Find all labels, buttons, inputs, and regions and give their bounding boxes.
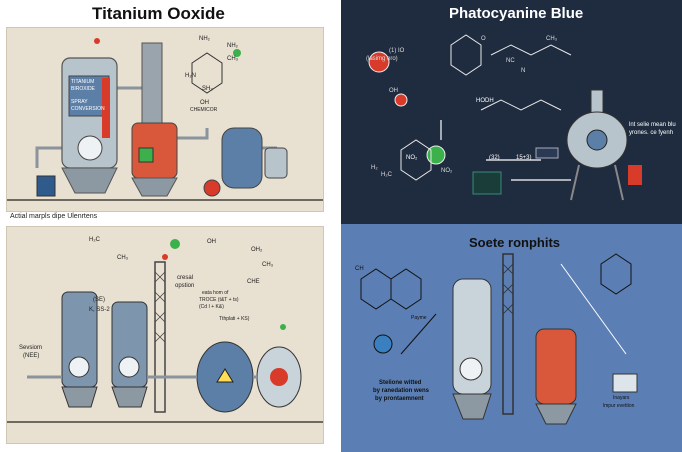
caption-line: lnt selie mean blu: [629, 122, 676, 128]
caption-line: by ranedation wens: [373, 388, 430, 394]
chem-label: H₂N: [185, 73, 196, 79]
caption-line: yrones. ce fyenh: [629, 130, 674, 136]
panel-phatocyanine-blue: Phatocyanine Blue (1) IO (lasimg oro) O …: [341, 0, 682, 224]
right-label: Tthplati + KS): [219, 316, 250, 322]
small-label: NO₂: [441, 168, 453, 174]
formula-label: CH₃: [546, 36, 558, 42]
plant-illustration: [7, 38, 323, 201]
formula-label: N: [521, 68, 526, 74]
reaction-illustration: [368, 34, 642, 201]
chem-label: SH₂: [202, 86, 213, 92]
chem-label: CH₃: [117, 255, 129, 261]
mid-label: NO₂: [406, 155, 418, 161]
formula-label: (1) IO: [389, 48, 405, 54]
plant-illustration: [7, 239, 323, 423]
caption-label: OH: [200, 100, 209, 106]
side-label: CH: [355, 266, 364, 272]
formula-label: O: [481, 36, 486, 42]
formula-label: (lasimg oro): [366, 56, 398, 62]
panel-footer: Actial marpls dipe Ulenrtens: [10, 213, 98, 220]
chem-label: CH₃: [262, 262, 274, 268]
formula-label: OH: [389, 88, 398, 94]
chem-label: NH₂: [199, 36, 210, 42]
illustration-frame: NH₂ NH₂ CH₃ H₂N SH₂ OH CHEMICOR TITANIUM…: [6, 27, 324, 212]
side-label: Sevsiom: [19, 345, 43, 351]
caption-line: Stelione witted: [379, 380, 422, 386]
process-illustration: [360, 253, 638, 425]
small-label: H₂C: [381, 172, 392, 178]
chem-label: CH₃: [227, 56, 239, 62]
right-label: cresal: [177, 275, 194, 281]
tank-label: TITANIUM: [71, 79, 95, 85]
panel-titanium-oxide: Titanium Ooxide: [0, 0, 341, 224]
middle-label: K, SS-2: [89, 307, 110, 313]
chem-label: NH₂: [227, 43, 238, 49]
panel-bottom-left-plant: H₂C CH₃ OH OH₂ CH₃ CHE Sevsiom (NEE) (SE…: [0, 224, 341, 452]
mid-label: 15+3): [516, 155, 532, 161]
panel-title: Phatocyanine Blue: [449, 5, 584, 22]
side-label: (NEE): [23, 353, 40, 359]
side-label: Payme: [411, 315, 427, 321]
chem-label: H₂C: [89, 237, 100, 243]
sub-label: CHEMICOR: [190, 107, 218, 113]
corner-label: Inayars: [613, 395, 630, 401]
panel-title: Soete ronphits: [469, 235, 561, 250]
tank-label: CONVERSION: [71, 106, 105, 112]
middle-label: (SE): [93, 297, 105, 303]
panel-soete-ronphits: Soete ronphits Stelione witted by raneda…: [341, 224, 682, 452]
right-label: opstion: [175, 283, 195, 289]
panel-title: Titanium Ooxide: [92, 4, 225, 23]
illustration-frame: H₂C CH₃ OH OH₂ CH₃ CHE Sevsiom (NEE) (SE…: [6, 226, 324, 444]
chem-label: CHE: [247, 279, 260, 285]
corner-label: lmpur evettion: [603, 403, 635, 409]
tank-label: BIROXIDE: [71, 86, 95, 92]
formula-label: NC: [506, 58, 515, 64]
chem-label: OH₂: [251, 247, 263, 253]
caption-line: by prontaemnent: [375, 396, 424, 402]
tank-label: SPRAY: [71, 99, 88, 105]
mid-label: HODH: [476, 98, 494, 104]
small-label: H₂: [371, 165, 378, 171]
right-label: eata hom of: [202, 290, 229, 296]
right-label: TROCE (t&T + ts): [199, 297, 239, 303]
mid-label: (32): [489, 155, 500, 161]
chem-label: OH: [207, 239, 216, 245]
right-label: (Cd I + K&): [199, 304, 224, 310]
